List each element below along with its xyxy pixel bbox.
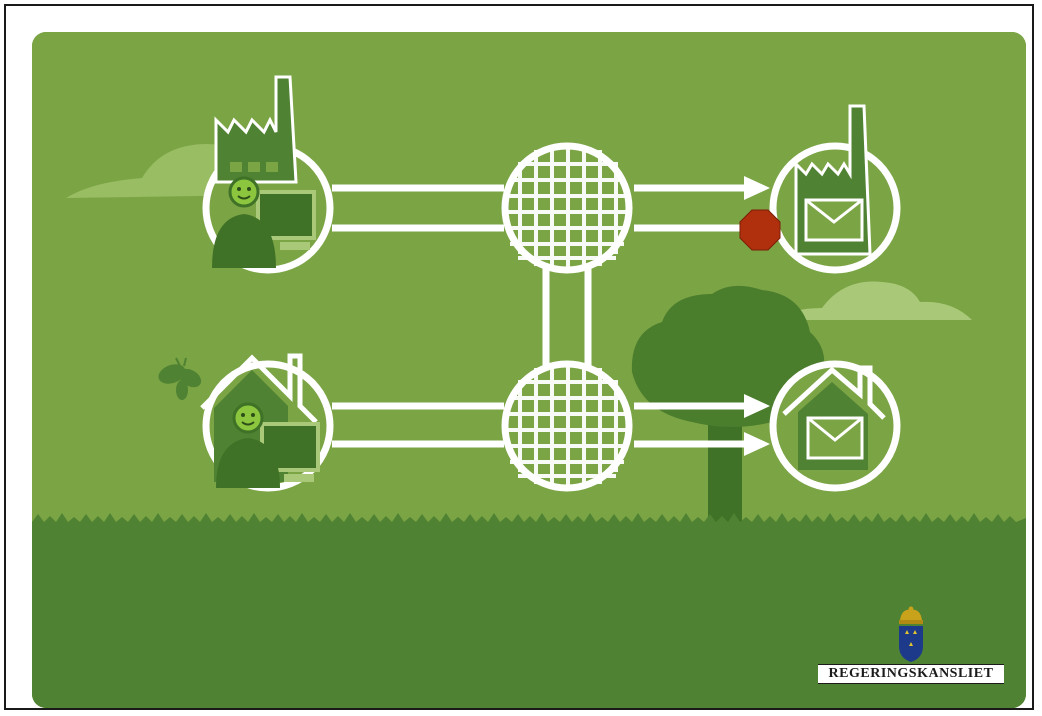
government-logo: REGERINGSKANSLIET — [818, 606, 1004, 692]
stop-sign-icon — [740, 210, 780, 250]
figure-frame: REGERINGSKANSLIET — [4, 4, 1034, 710]
network-grid-icon — [505, 146, 629, 270]
network-grid-icon — [505, 364, 629, 488]
house-mail-icon — [773, 364, 897, 488]
crown-shield-icon — [818, 606, 1004, 664]
logo-wordmark: REGERINGSKANSLIET — [818, 664, 1004, 684]
